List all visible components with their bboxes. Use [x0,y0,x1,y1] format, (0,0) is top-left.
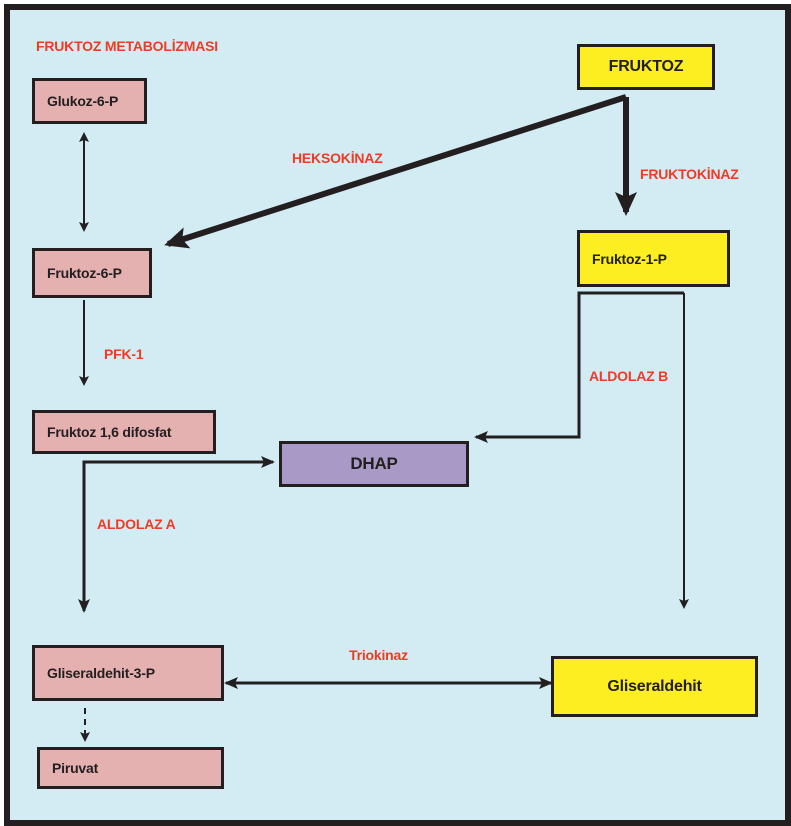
diagram-title: FRUKTOZ METABOLİZMASI [36,38,218,54]
enzyme-aldolaz-a: ALDOLAZ A [97,516,176,532]
enzyme-heksokinaz: HEKSOKİNAZ [292,150,383,166]
node-gliseraldehit-3-p: Gliseraldehit-3-P [32,645,224,701]
node-dhap: DHAP [279,441,469,487]
node-fruktoz: FRUKTOZ [577,44,715,90]
node-fruktoz-1-p: Fruktoz-1-P [577,230,730,287]
enzyme-fruktokinaz: FRUKTOKİNAZ [640,166,739,182]
node-glukoz-6-p: Glukoz-6-P [32,78,147,124]
node-fruktoz-6-p: Fruktoz-6-P [32,248,152,298]
node-gliseraldehit: Gliseraldehit [551,656,758,717]
enzyme-triokinaz: Triokinaz [349,647,408,663]
enzyme-pfk-1: PFK-1 [104,346,144,362]
node-fruktoz-1-6-difosfat: Fruktoz 1,6 difosfat [32,410,216,454]
node-piruvat: Piruvat [37,747,224,789]
enzyme-aldolaz-b: ALDOLAZ B [589,368,669,384]
